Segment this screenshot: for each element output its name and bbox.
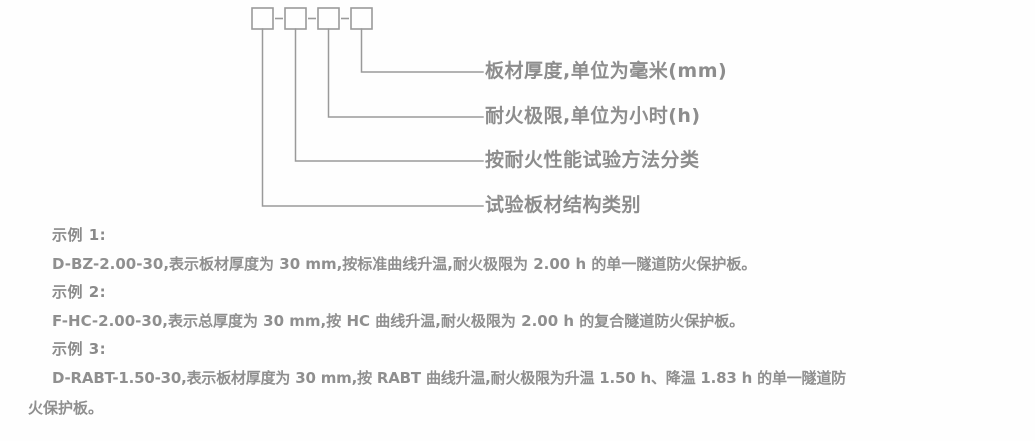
code-box-3 [317, 7, 340, 30]
example-1-body: D-BZ-2.00-30,表示板材厚度为 30 mm,按标准曲线升温,耐火极限为… [52, 255, 757, 273]
code-box-1 [251, 7, 274, 30]
designation-diagram: 板材厚度,单位为毫米(mm) 耐火极限,单位为小时(h) 按耐火性能试验方法分类… [251, 7, 728, 216]
example-3-body-line-1: D-RABT-1.50-30,表示板材厚度为 30 mm,按 RABT 曲线升温… [52, 369, 846, 387]
examples-block: 示例 1: D-BZ-2.00-30,表示板材厚度为 30 mm,按标准曲线升温… [0, 222, 1035, 423]
example-3-heading: 示例 3: [52, 340, 107, 358]
example-1-heading: 示例 1: [52, 226, 107, 244]
callout-label-thickness: 板材厚度,单位为毫米(mm) [485, 60, 728, 82]
code-box-4 [350, 7, 373, 30]
example-3-body-line-2: 火保护板。 [28, 399, 104, 417]
leader-line-test-method [294, 28, 484, 162]
example-2-heading: 示例 2: [52, 283, 107, 301]
diagram-connector-lines [251, 7, 484, 207]
callout-label-test-method: 按耐火性能试验方法分类 [485, 149, 700, 171]
callout-label-fire-limit: 耐火极限,单位为小时(h) [485, 105, 701, 127]
callout-label-structure-type: 试验板材结构类别 [485, 194, 642, 216]
code-box-2 [284, 7, 307, 30]
leader-line-thickness [360, 28, 484, 73]
leader-line-structure [261, 28, 484, 207]
leader-line-fire-limit [327, 28, 484, 118]
example-2-body: F-HC-2.00-30,表示总厚度为 30 mm,按 HC 曲线升温,耐火极限… [52, 312, 745, 330]
